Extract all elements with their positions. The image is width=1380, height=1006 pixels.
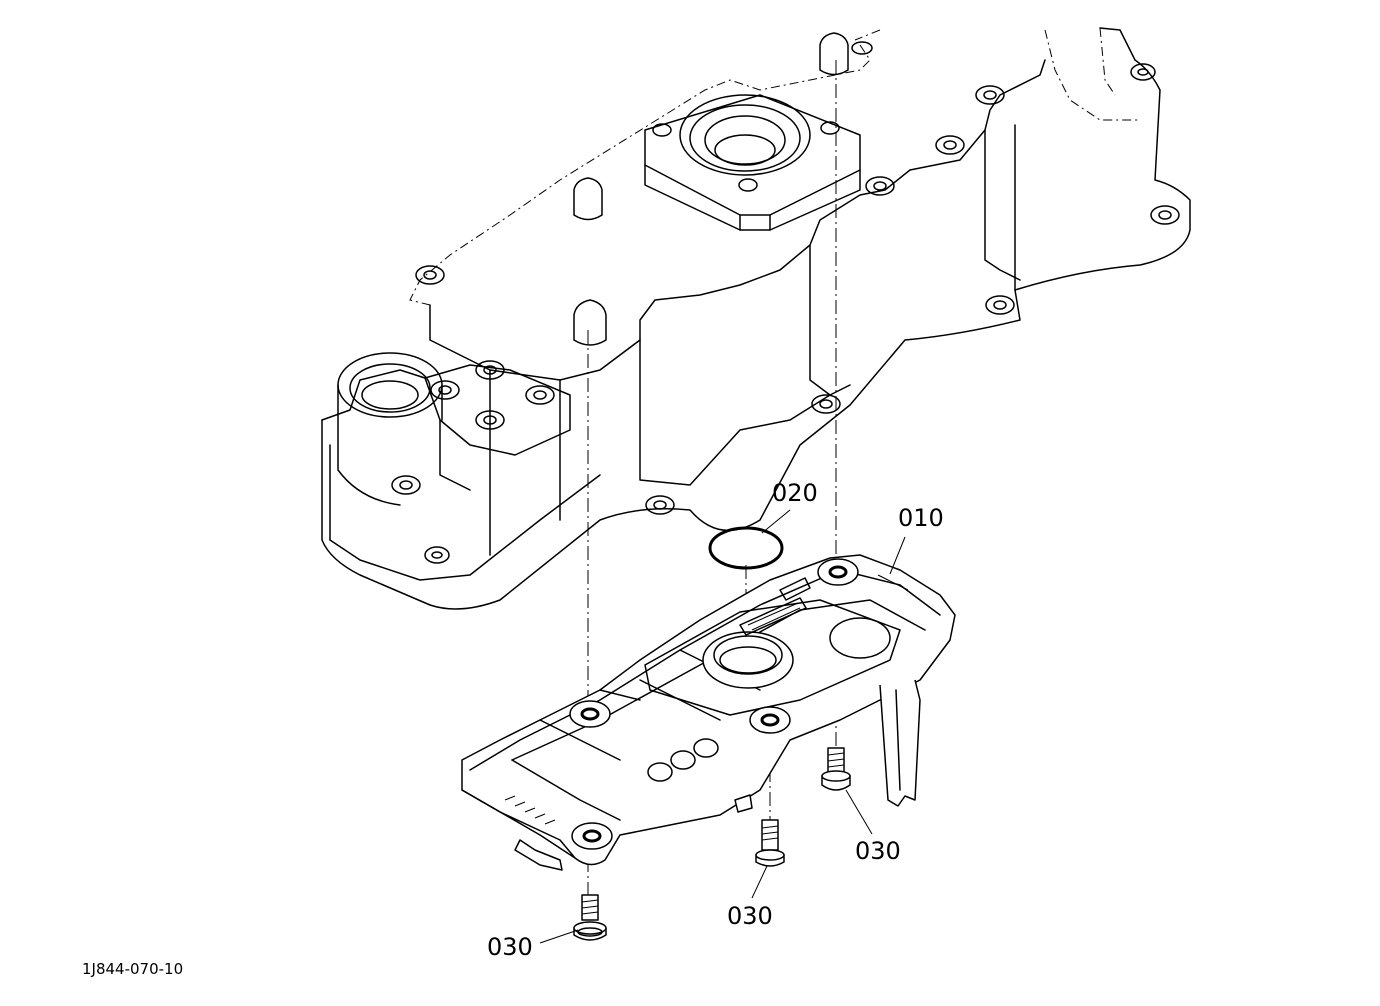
callout-030-left: 030 [487, 933, 533, 961]
upper-housing-phantom [321, 27, 1191, 610]
bolt-030-a [573, 894, 607, 941]
bolt-030-b [755, 819, 785, 867]
callout-030-right: 030 [855, 837, 901, 865]
callout-030-middle: 030 [727, 902, 773, 930]
callout-020: 020 [772, 479, 818, 507]
part-030-bolts [573, 747, 851, 941]
part-020-o-ring [708, 526, 784, 570]
drawing-code: 1J844-070-10 [82, 960, 183, 978]
bolt-030-c [821, 747, 851, 791]
part-010-cover-plate [461, 554, 956, 871]
callout-010: 010 [898, 504, 944, 532]
leader-lines [539, 509, 906, 944]
